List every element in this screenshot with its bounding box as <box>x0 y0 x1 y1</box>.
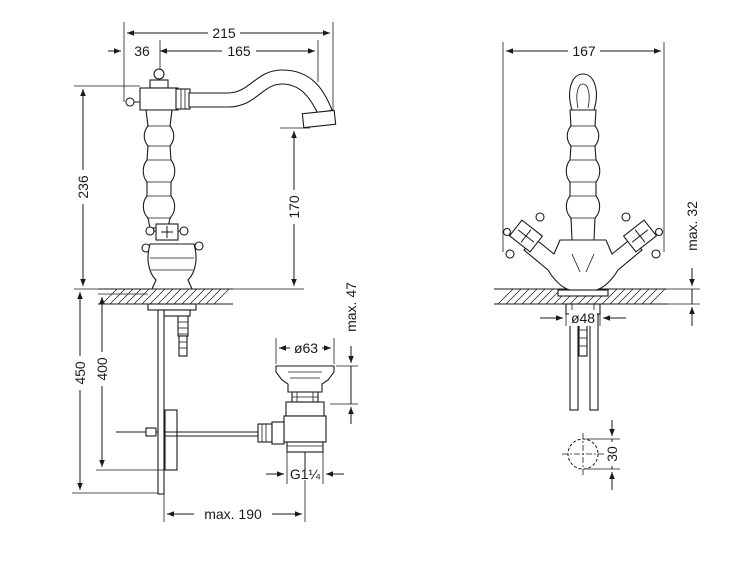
dim-label-167: 167 <box>572 43 596 59</box>
dim-label-36: 36 <box>134 43 150 59</box>
dim-below-counter: 450 400 <box>71 292 165 494</box>
dim-label-g114: G1¼ <box>290 466 321 482</box>
dim-label-30: 30 <box>604 446 620 462</box>
dim-max-47: max. 47 <box>330 282 359 424</box>
dim-label-450: 450 <box>72 361 88 385</box>
dim-label-215: 215 <box>212 25 236 41</box>
dim-label-max-32: max. 32 <box>684 201 700 251</box>
mounting-hole: 30 <box>562 420 620 490</box>
dim-label-max-47: max. 47 <box>343 282 359 332</box>
dim-max-190: max. 190 <box>163 480 306 522</box>
dim-label-o63: ø63 <box>294 340 318 356</box>
dim-handle-span: 167 <box>502 42 665 252</box>
popup-waste <box>257 365 335 470</box>
dim-height-total: 236 <box>74 85 140 290</box>
dim-thread: G1¼ <box>266 452 344 484</box>
side-view: 215 36 165 236 170 <box>71 22 359 522</box>
faucet-body-front <box>502 73 664 411</box>
dim-label-170: 170 <box>286 195 302 219</box>
dim-max-32: max. 32 <box>667 201 700 326</box>
counter-hatch-side <box>98 288 233 305</box>
dim-label-o48: ø48 <box>571 310 595 326</box>
dim-label-400: 400 <box>94 357 110 381</box>
dim-total-reach: 215 <box>123 22 334 110</box>
dim-spout-height: 170 <box>233 127 310 290</box>
dim-waste-diameter: ø63 <box>275 338 335 364</box>
front-view: 167 max. 32 ø48 <box>494 42 700 490</box>
dim-label-236: 236 <box>75 175 91 199</box>
dim-base-diameter: ø48 <box>540 304 626 326</box>
dim-offset-and-spout: 36 165 <box>108 42 315 59</box>
dim-label-max-190: max. 190 <box>204 506 262 522</box>
dim-label-165: 165 <box>227 43 251 59</box>
faucet-body-side <box>116 68 337 495</box>
